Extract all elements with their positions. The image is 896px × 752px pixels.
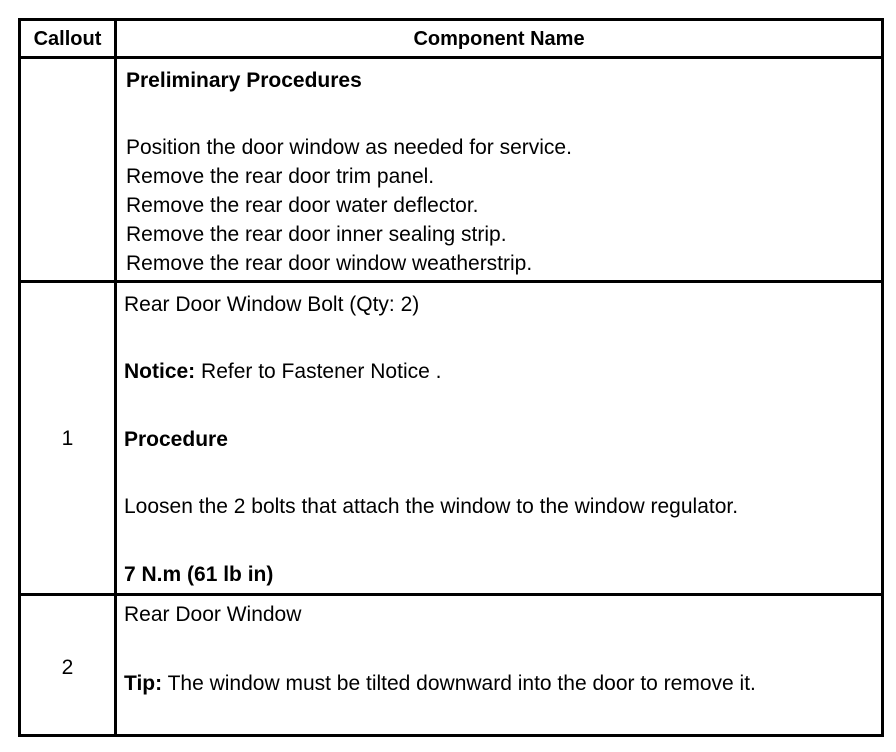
notice-label: Notice: — [124, 360, 196, 383]
preliminary-step: Position the door window as needed for s… — [126, 136, 572, 159]
notice-text: Refer to Fastener Notice . — [195, 360, 442, 383]
table-top-border — [18, 18, 884, 21]
table-left-border — [18, 18, 21, 737]
callout-number: 2 — [61, 656, 74, 679]
preliminary-step: Remove the rear door window weatherstrip… — [126, 252, 533, 275]
procedure-text: Loosen the 2 bolts that attach the windo… — [124, 495, 739, 518]
preliminary-title: Preliminary Procedures — [126, 69, 362, 92]
table-bottom-border — [18, 734, 884, 737]
tip-text: The window must be tilted downward into … — [162, 672, 756, 695]
header-bottom-border — [18, 56, 884, 59]
notice-line: Notice: Refer to Fastener Notice . — [124, 360, 441, 384]
preliminary-step: Remove the rear door trim panel. — [126, 165, 435, 188]
header-component-name: Component Name — [413, 28, 585, 50]
procedure-label: Procedure — [124, 428, 228, 451]
callout-number: 1 — [61, 427, 74, 450]
tip-line: Tip: The window must be tilted downward … — [124, 672, 756, 696]
header-callout: Callout — [33, 28, 102, 50]
component-name: Rear Door Window Bolt (Qty: 2) — [124, 293, 420, 316]
tip-label: Tip: — [124, 672, 163, 695]
column-divider — [114, 18, 117, 737]
preliminary-step: Remove the rear door water deflector. — [126, 194, 479, 217]
preliminary-step: Remove the rear door inner sealing strip… — [126, 223, 507, 246]
component-name: Rear Door Window — [124, 603, 302, 626]
row-divider-1 — [18, 280, 884, 283]
torque-spec: 7 N.m (61 lb in) — [124, 563, 274, 586]
table-right-border — [881, 18, 884, 737]
row-divider-2 — [18, 593, 884, 596]
